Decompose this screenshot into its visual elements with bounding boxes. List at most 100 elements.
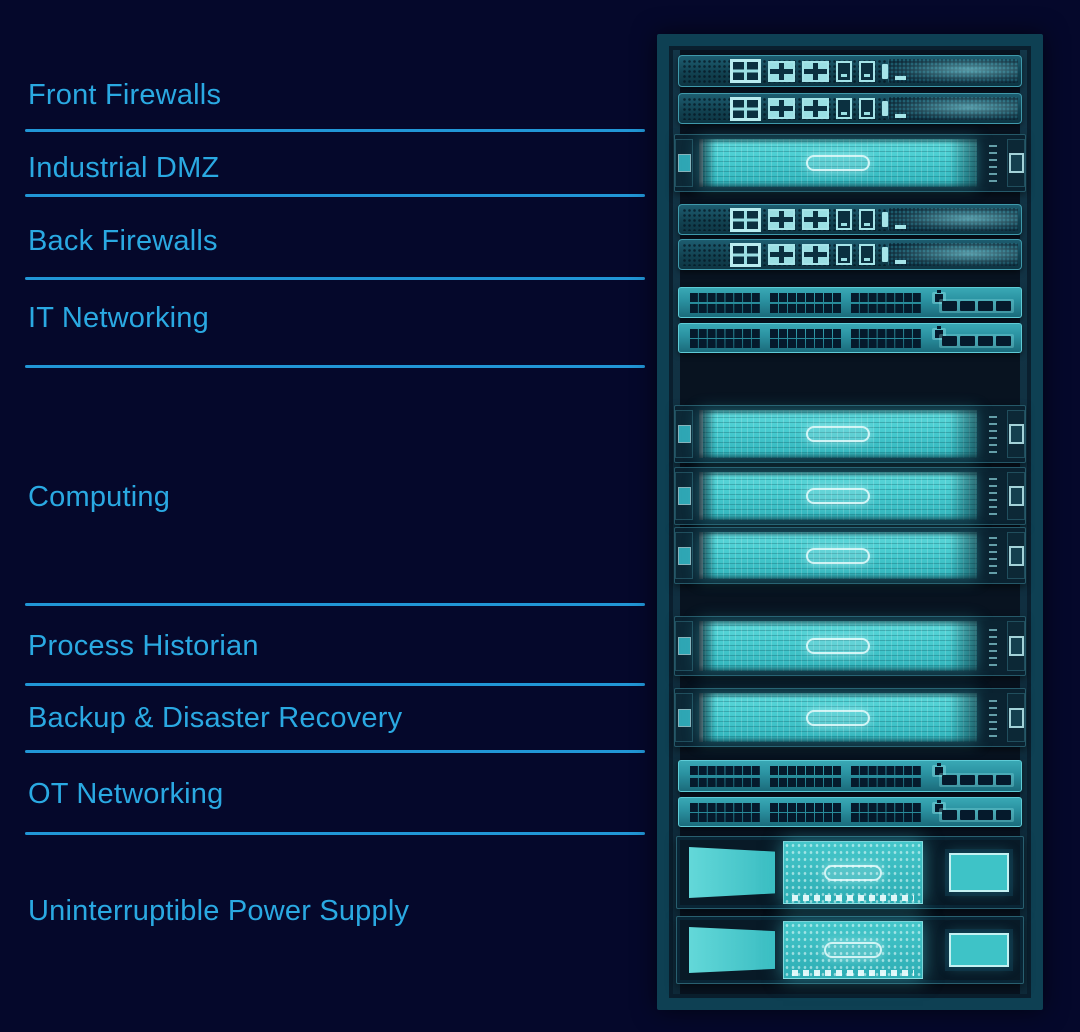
- brand-badge: [824, 942, 882, 958]
- port-group: [770, 803, 841, 822]
- ethernet-port-module: [730, 242, 762, 267]
- rack-ear-right: [1007, 693, 1025, 742]
- front-firewall-2: [678, 93, 1022, 124]
- ups-vent-row: [792, 895, 914, 901]
- vent-panel-right: [888, 243, 1018, 266]
- indicator-strip: [979, 139, 1005, 187]
- rack-ear-right: [1007, 410, 1025, 458]
- section-label-it-networking: IT Networking: [28, 302, 209, 334]
- latch-handle: [1011, 426, 1022, 442]
- port-modules: [730, 94, 907, 123]
- ups-unit-1: [676, 836, 1024, 909]
- sfp-port: [996, 775, 1011, 785]
- ethernet-port: [836, 244, 853, 265]
- sfp-uplink-ports: [939, 773, 1014, 787]
- ethernet-port-module: [768, 244, 796, 265]
- sfp-port: [978, 336, 993, 346]
- sfp-port: [996, 810, 1011, 820]
- section-label-uninterruptible-power-supply: Uninterruptible Power Supply: [28, 895, 410, 927]
- vent-panel-right: [888, 97, 1018, 120]
- sfp-port: [960, 336, 975, 346]
- uplink-panel: [926, 290, 1016, 314]
- rack-ear-left: [675, 472, 693, 520]
- port-group: [690, 766, 761, 787]
- xray-chassis: [699, 139, 977, 187]
- usb-slot: [882, 247, 889, 262]
- xray-chassis: [699, 472, 977, 520]
- rack-ear-right: [1007, 621, 1025, 671]
- indicator-strip: [979, 693, 1005, 742]
- ethernet-port-module: [730, 207, 762, 232]
- uplink-panel: [926, 800, 1016, 823]
- section-label-industrial-dmz: Industrial DMZ: [28, 152, 220, 184]
- console-port: [932, 763, 946, 777]
- section-divider: [25, 603, 645, 606]
- ups-xray-core: [783, 921, 923, 979]
- server-rack: [657, 34, 1043, 1010]
- ethernet-port-module: [768, 209, 796, 230]
- ups-unit-2: [676, 916, 1024, 984]
- sfp-port: [942, 775, 957, 785]
- ups-io-panel: [949, 853, 1009, 892]
- indicator-strip: [979, 532, 1005, 579]
- ethernet-port: [836, 209, 853, 230]
- port-group: [690, 329, 761, 348]
- rack-ear-right: [1007, 139, 1025, 187]
- ethernet-port: [859, 60, 876, 82]
- indicator-strip: [979, 410, 1005, 458]
- latch-handle: [679, 426, 690, 442]
- sfp-port: [996, 336, 1011, 346]
- sfp-port: [942, 301, 957, 311]
- industrial-dmz-server: [674, 134, 1026, 192]
- ethernet-port-module: [802, 244, 830, 265]
- usb-slot: [882, 63, 889, 79]
- section-divider: [25, 750, 645, 753]
- computing-server-1: [674, 405, 1026, 463]
- status-led: [895, 113, 907, 118]
- ethernet-port: [836, 60, 853, 82]
- usb-slot: [882, 101, 889, 116]
- section-label-ot-networking: OT Networking: [28, 778, 224, 810]
- section-label-process-historian: Process Historian: [28, 630, 259, 662]
- brand-badge: [806, 155, 870, 171]
- sfp-port: [978, 775, 993, 785]
- it-switch-2: [678, 323, 1022, 353]
- sfp-port: [978, 301, 993, 311]
- ups-io-panel: [949, 933, 1009, 967]
- ups-side-panel: [689, 927, 775, 973]
- latch-handle: [1011, 547, 1022, 564]
- port-group: [850, 803, 921, 822]
- port-modules: [730, 240, 907, 269]
- sfp-port: [978, 810, 993, 820]
- rack-ear-left: [675, 139, 693, 187]
- sfp-port: [960, 301, 975, 311]
- latch-handle: [679, 638, 690, 654]
- xray-chassis: [699, 621, 977, 671]
- sfp-port: [996, 301, 1011, 311]
- sfp-port: [942, 336, 957, 346]
- computing-server-3: [674, 527, 1026, 584]
- ethernet-port-banks: [690, 329, 921, 348]
- ethernet-port-module: [768, 98, 796, 119]
- section-label-computing: Computing: [28, 481, 171, 513]
- brand-badge: [806, 426, 870, 442]
- brand-badge: [806, 488, 870, 504]
- rack-interior: [669, 46, 1031, 998]
- ot-switch-2: [678, 797, 1022, 827]
- section-label-back-firewalls: Back Firewalls: [28, 225, 218, 257]
- backup-dr-server: [674, 688, 1026, 747]
- ethernet-port-module: [802, 60, 830, 82]
- brand-badge: [824, 864, 882, 881]
- port-group: [690, 293, 761, 313]
- latch-handle: [679, 155, 690, 171]
- vent-panel-right: [888, 208, 1018, 231]
- rack-ear-right: [1007, 472, 1025, 520]
- status-led: [895, 259, 907, 264]
- ethernet-port-banks: [690, 803, 921, 822]
- sfp-port: [960, 810, 975, 820]
- xray-chassis: [699, 410, 977, 458]
- latch-handle: [1011, 709, 1022, 726]
- brand-badge: [806, 709, 870, 726]
- section-label-backup-disaster-recovery: Backup & Disaster Recovery: [28, 702, 403, 734]
